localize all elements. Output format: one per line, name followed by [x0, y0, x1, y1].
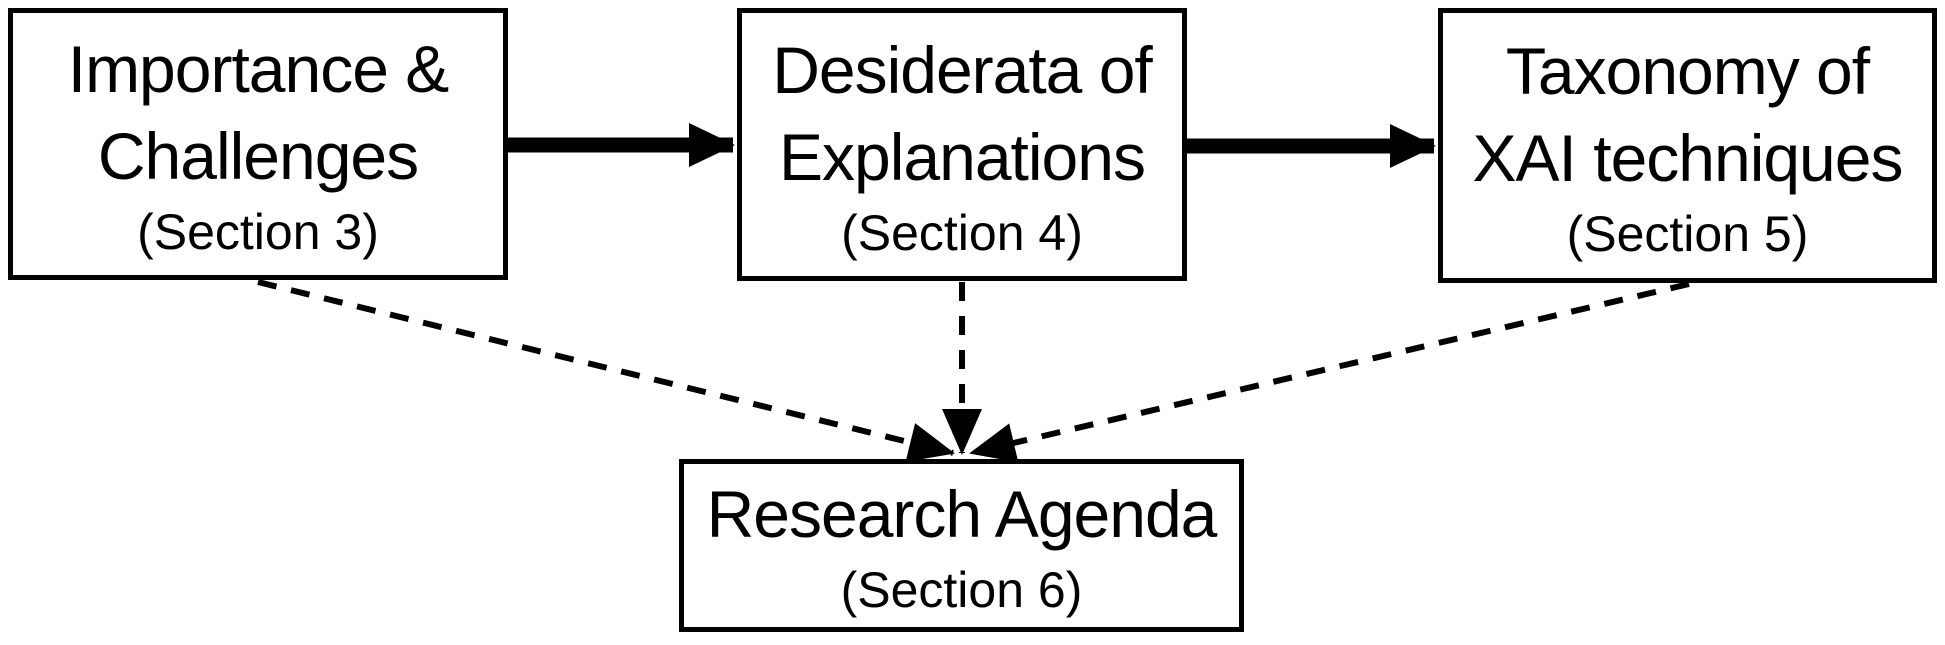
node-section-label: (Section 5) — [1566, 205, 1809, 262]
node-title-line: XAI techniques — [1472, 120, 1904, 195]
dashed-arrow-importance-to-agenda — [257, 279, 955, 462]
node-taxonomy-of-xai-techniques: Taxonomy of XAI techniques (Section 5) — [1438, 8, 1937, 283]
dashed-arrow-taxonomy-to-agenda — [969, 281, 1690, 463]
node-research-agenda: Research Agenda (Section 6) — [679, 459, 1244, 632]
node-title-line: Explanations — [779, 119, 1146, 194]
node-importance-challenges: Importance & Challenges (Section 3) — [8, 8, 508, 280]
node-title-line: Research Agenda — [706, 477, 1218, 552]
node-title-line: Desiderata of — [772, 32, 1153, 107]
node-title-line: Taxonomy of — [1505, 33, 1870, 108]
node-title-line: Importance & — [67, 32, 450, 107]
node-title-line: Challenges — [97, 119, 419, 194]
node-section-label: (Section 3) — [137, 204, 379, 261]
node-section-label: (Section 4) — [841, 204, 1083, 261]
node-desiderata-of-explanations: Desiderata of Explanations (Section 4) — [737, 8, 1187, 281]
node-section-label: (Section 6) — [840, 562, 1083, 619]
